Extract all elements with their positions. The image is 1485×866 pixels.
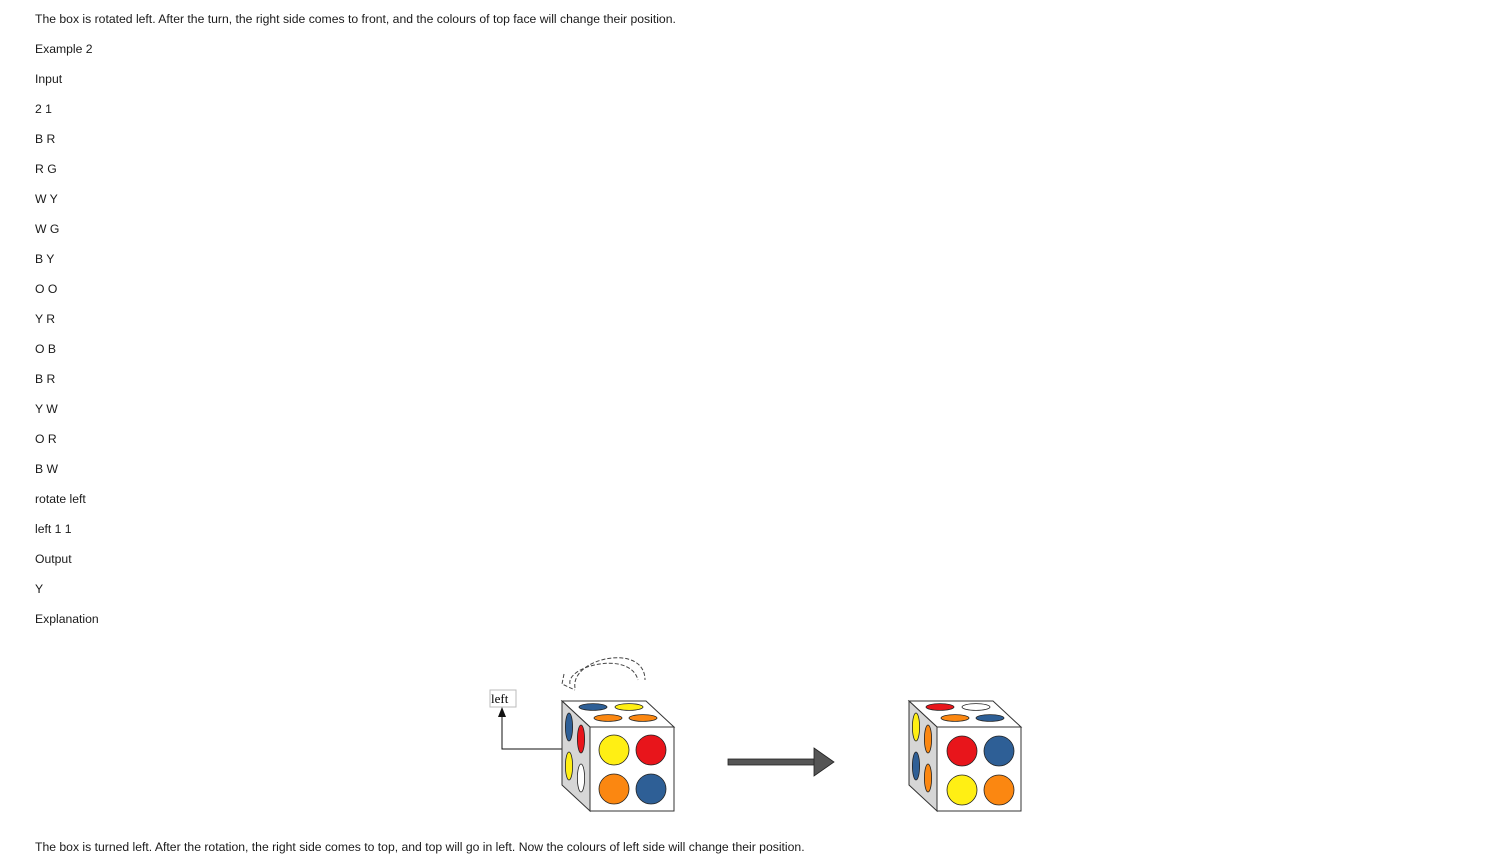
input-line: O R bbox=[35, 432, 57, 446]
input-line: 2 1 bbox=[35, 102, 52, 116]
problem-text: The box is rotated left. After the turn,… bbox=[35, 11, 1435, 641]
cube-before bbox=[560, 699, 676, 813]
input-line: W Y bbox=[35, 192, 58, 206]
input-line: O O bbox=[35, 282, 58, 296]
input-line: B Y bbox=[35, 252, 55, 266]
cube-after bbox=[907, 699, 1023, 813]
rotate-arrow-icon bbox=[561, 657, 646, 691]
input-line: Y R bbox=[35, 312, 56, 326]
left-label-box: left bbox=[489, 689, 517, 708]
rotation-figure: left bbox=[480, 640, 1040, 820]
input-line: rotate left bbox=[35, 492, 86, 506]
input-line: B R bbox=[35, 372, 56, 386]
left-connector-arrow bbox=[498, 707, 562, 750]
example-heading: Example 2 bbox=[35, 42, 93, 56]
output-value: Y bbox=[35, 582, 44, 596]
explanation-paragraph: The box is turned left. After the rotati… bbox=[35, 840, 805, 854]
input-line: R G bbox=[35, 162, 57, 176]
input-heading: Input bbox=[35, 72, 63, 86]
input-line: left 1 1 bbox=[35, 522, 72, 536]
explanation-heading: Explanation bbox=[35, 612, 99, 626]
input-line: B W bbox=[35, 462, 59, 476]
output-heading: Output bbox=[35, 552, 72, 566]
input-line: O B bbox=[35, 342, 56, 356]
intro-paragraph: The box is rotated left. After the turn,… bbox=[35, 12, 676, 26]
input-line: B R bbox=[35, 132, 56, 146]
right-arrow-icon bbox=[727, 747, 835, 777]
input-line: W G bbox=[35, 222, 60, 236]
input-line: Y W bbox=[35, 402, 58, 416]
left-label: left bbox=[491, 691, 509, 706]
